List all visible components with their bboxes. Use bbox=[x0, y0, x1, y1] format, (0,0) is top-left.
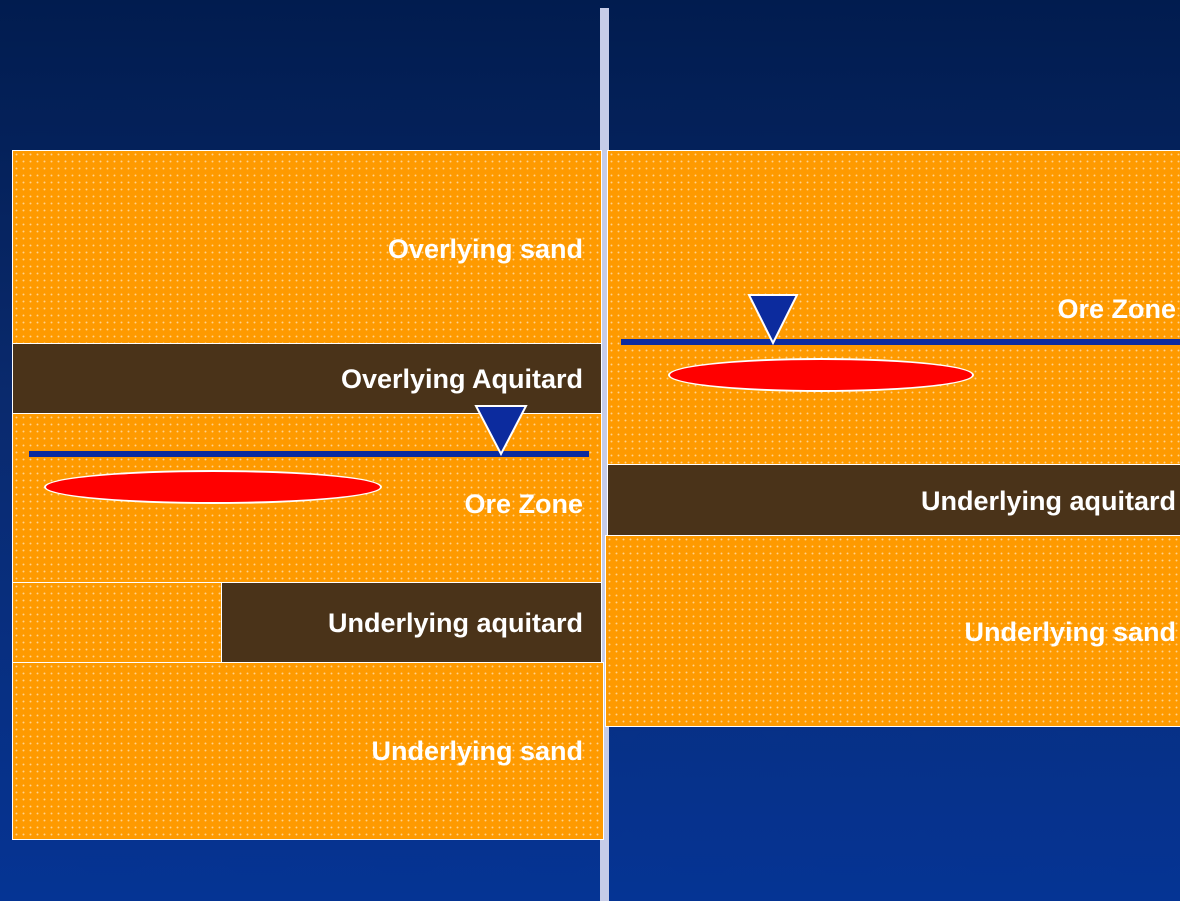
right-ore-zone-label: Ore Zone bbox=[1057, 294, 1176, 324]
right-ore-body bbox=[668, 358, 974, 392]
water-table-triangle-icon bbox=[474, 405, 528, 457]
left-ore-body bbox=[44, 470, 382, 504]
left-overlying-aquitard-layer bbox=[12, 343, 602, 414]
right-underlying-aquitard-layer bbox=[607, 464, 1180, 536]
right-underlying-aquitard-label: Underlying aquitard bbox=[920, 486, 1176, 516]
water-table-triangle-icon bbox=[747, 294, 799, 346]
right-underlying-sand-label: Underlying sand bbox=[964, 617, 1176, 647]
left-underlying-aquitard-gap-sand bbox=[12, 582, 222, 663]
left-overlying-aquitard-label: Overlying Aquitard bbox=[340, 364, 583, 394]
right-ore-zone-layer bbox=[607, 150, 1180, 465]
left-overlying-sand-label: Overlying sand bbox=[387, 234, 583, 264]
right-underlying-sand-layer bbox=[605, 535, 1180, 727]
left-underlying-sand-layer bbox=[12, 662, 604, 840]
right-water-table-line bbox=[621, 339, 1180, 345]
left-ore-zone-label: Ore Zone bbox=[464, 489, 583, 519]
left-underlying-aquitard-label: Underlying aquitard bbox=[327, 608, 583, 638]
left-water-table-line bbox=[29, 451, 589, 457]
left-overlying-sand-layer bbox=[12, 150, 602, 344]
left-underlying-sand-label: Underlying sand bbox=[371, 736, 583, 766]
panel-divider bbox=[600, 8, 609, 901]
